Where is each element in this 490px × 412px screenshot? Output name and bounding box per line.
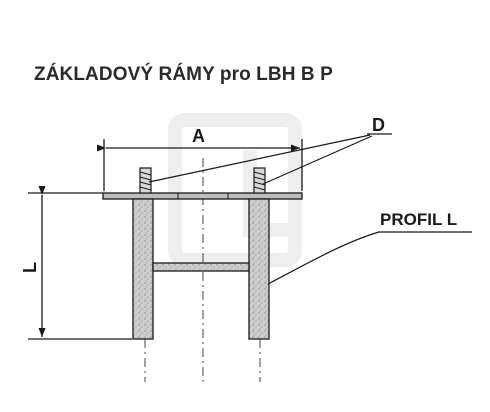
center-lines bbox=[144, 158, 261, 382]
dimension-d-label: D bbox=[372, 115, 385, 135]
d-leader-left bbox=[148, 134, 371, 183]
d-leader-right bbox=[262, 135, 373, 185]
cross-beam bbox=[152, 262, 250, 272]
dimension-l bbox=[28, 186, 132, 340]
leg-right bbox=[248, 198, 270, 340]
page-title: ZÁKLADOVÝ RÁMY pro LBH B P bbox=[34, 64, 333, 85]
top-base-plate bbox=[102, 192, 303, 200]
dimension-a-label: A bbox=[192, 126, 205, 146]
leg-left bbox=[132, 198, 154, 340]
profile-leader bbox=[267, 231, 472, 285]
dimension-l-label: L bbox=[20, 262, 40, 273]
bolt-left bbox=[139, 167, 152, 194]
d-leader-lines bbox=[148, 133, 392, 185]
profile-label: PROFIL L bbox=[380, 210, 457, 229]
dimension-a bbox=[97, 139, 303, 191]
bolt-right bbox=[253, 167, 266, 194]
